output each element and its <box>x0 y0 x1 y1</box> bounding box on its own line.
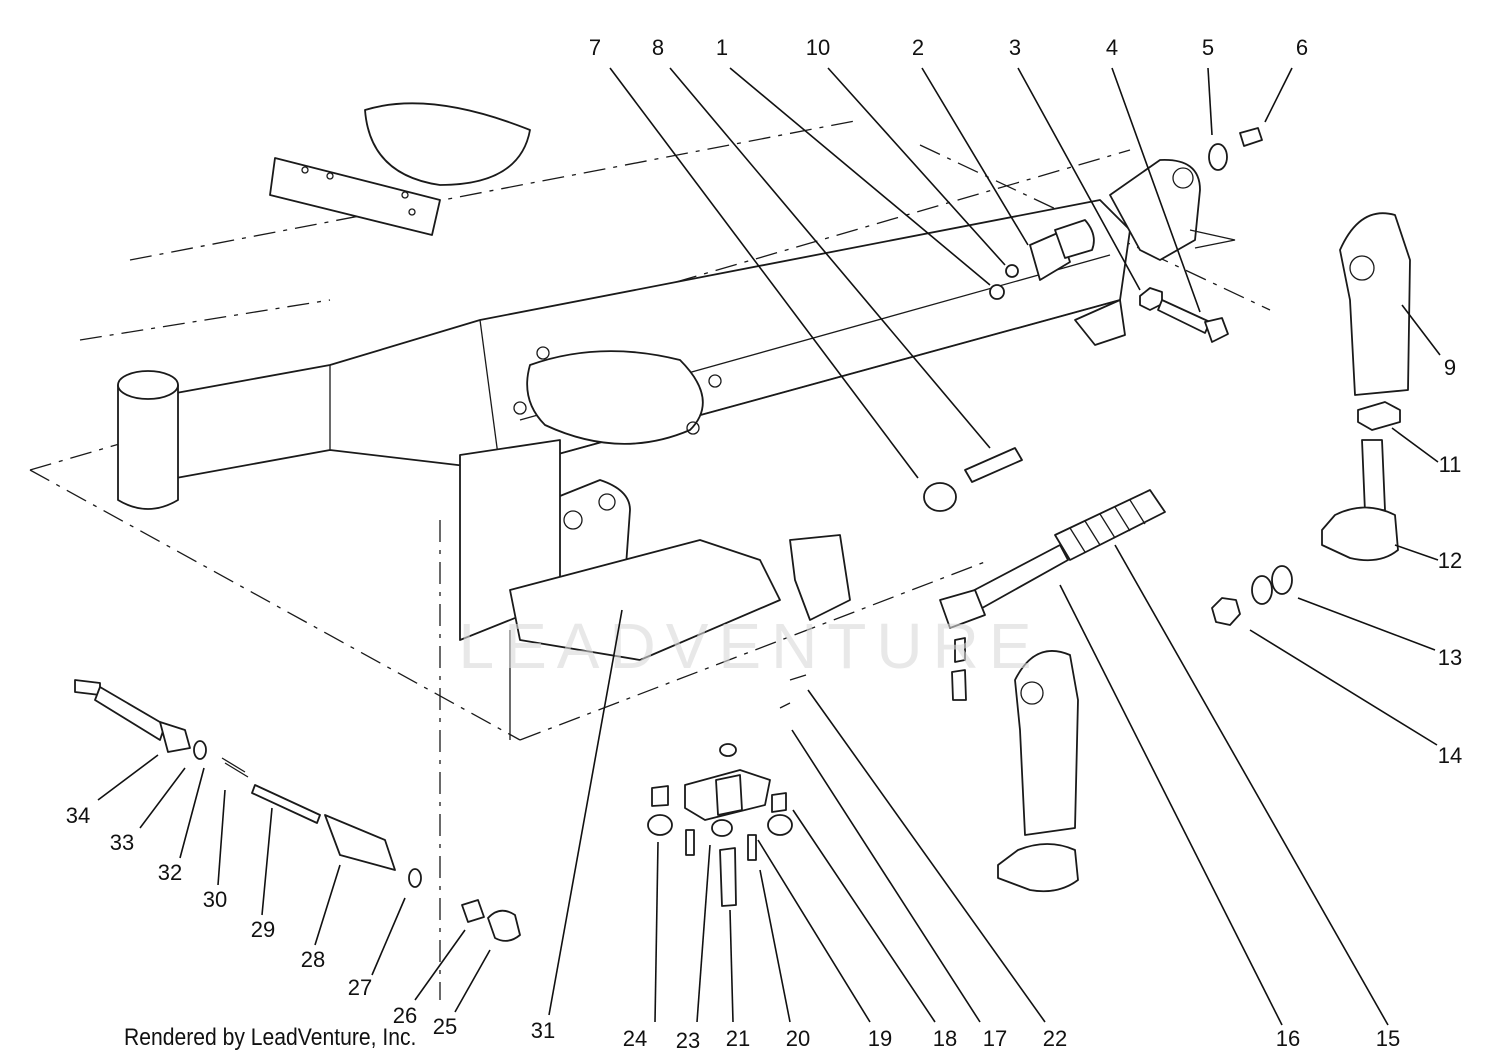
frame-rail <box>164 199 1131 481</box>
callout-8: 8 <box>652 35 664 60</box>
part-13-14-washers-nut <box>1211 565 1293 626</box>
leader-line-32 <box>179 767 205 859</box>
callout-24: 24 <box>623 1026 647 1051</box>
callout-19: 19 <box>868 1026 892 1051</box>
leader-line-6 <box>1264 67 1293 123</box>
part-5-6-washer-screw <box>1208 127 1263 171</box>
leader-line-11 <box>1391 427 1439 463</box>
center-housing <box>513 346 722 445</box>
callout-15: 15 <box>1376 1026 1400 1051</box>
part-9-link-arm <box>1339 212 1411 396</box>
callout-2: 2 <box>912 35 924 60</box>
leader-line-1 <box>729 67 991 286</box>
leader-line-9 <box>1401 304 1441 356</box>
leader-line-17 <box>791 729 981 1023</box>
deck-bracket <box>459 439 851 740</box>
cable-adjuster-assembly <box>74 679 521 942</box>
part-2-flange-bushing <box>1029 219 1095 281</box>
frame-outline <box>29 119 1271 1000</box>
mounting-plate <box>269 157 441 236</box>
leader-line-3 <box>1017 67 1141 291</box>
leader-line-10 <box>827 67 1006 266</box>
callout-33: 33 <box>110 830 134 855</box>
pivot-tube <box>117 370 179 510</box>
callout-11: 11 <box>1439 452 1462 477</box>
callout-14: 14 <box>1438 743 1462 768</box>
part-11-12-rod-end <box>1321 401 1401 562</box>
callout-22: 22 <box>1043 1026 1067 1051</box>
callout-10: 10 <box>806 35 830 60</box>
callout-26: 26 <box>393 1003 417 1028</box>
leader-line-7 <box>609 67 919 479</box>
leader-line-33 <box>139 767 186 829</box>
callout-32: 32 <box>158 860 182 885</box>
leader-line-14 <box>1249 629 1438 746</box>
leader-line-20 <box>759 869 791 1023</box>
callout-7: 7 <box>589 35 601 60</box>
footer-credit: Rendered by LeadVenture, Inc. <box>124 1024 417 1051</box>
leader-line-23 <box>696 844 711 1023</box>
lower-link-arm <box>997 650 1079 893</box>
leader-line-29 <box>261 807 273 916</box>
pivot-assembly <box>647 637 967 907</box>
leader-line-26 <box>414 929 466 1001</box>
callout-3: 3 <box>1009 35 1021 60</box>
callout-16: 16 <box>1276 1026 1300 1051</box>
part-7-8-bushing-bolt <box>923 447 1023 512</box>
callout-20: 20 <box>786 1026 810 1051</box>
callout-28: 28 <box>301 947 325 972</box>
callout-12: 12 <box>1438 548 1462 573</box>
callout-31: 31 <box>531 1018 555 1043</box>
leader-line-31 <box>548 609 623 1016</box>
leader-line-12 <box>1394 544 1439 561</box>
leader-line-19 <box>757 839 871 1023</box>
leader-line-5 <box>1207 67 1213 136</box>
leader-line-18 <box>792 809 936 1023</box>
leader-line-13 <box>1297 597 1436 651</box>
callout-1: 1 <box>716 35 728 60</box>
right-frame-bracket <box>1074 159 1236 346</box>
leader-line-2 <box>921 67 1029 246</box>
callout-21: 21 <box>726 1026 750 1051</box>
callout-6: 6 <box>1296 35 1308 60</box>
callout-34: 34 <box>66 803 90 828</box>
leader-line-21 <box>729 909 734 1023</box>
leader-line-15 <box>1114 544 1389 1026</box>
callout-25: 25 <box>433 1014 457 1039</box>
callout-30: 30 <box>203 887 227 912</box>
callout-18: 18 <box>933 1026 957 1051</box>
leader-line-28 <box>314 864 341 946</box>
callout-27: 27 <box>348 975 372 1000</box>
callout-9: 9 <box>1444 355 1456 380</box>
callout-13: 13 <box>1438 645 1462 670</box>
leader-line-34 <box>97 754 159 801</box>
leader-lines <box>97 67 1441 1026</box>
leader-line-25 <box>454 949 491 1013</box>
leader-line-4 <box>1111 67 1201 313</box>
part-3-4-bolt-nut <box>1139 287 1229 343</box>
pulley-disc <box>364 102 531 186</box>
leader-line-16 <box>1059 584 1283 1026</box>
leader-line-30 <box>217 789 226 886</box>
part-15-16-spring-rod <box>939 489 1166 629</box>
callout-5: 5 <box>1202 35 1214 60</box>
leader-line-8 <box>669 67 991 449</box>
leader-line-27 <box>371 897 406 976</box>
callout-29: 29 <box>251 917 275 942</box>
leader-line-24 <box>654 841 659 1023</box>
watermark-text: LEADVENTURE <box>459 610 1042 682</box>
part-1-10-nuts <box>989 264 1019 300</box>
callout-4: 4 <box>1106 35 1118 60</box>
callout-17: 17 <box>983 1026 1007 1051</box>
callout-23: 23 <box>676 1028 700 1053</box>
leader-line-22 <box>807 689 1046 1023</box>
